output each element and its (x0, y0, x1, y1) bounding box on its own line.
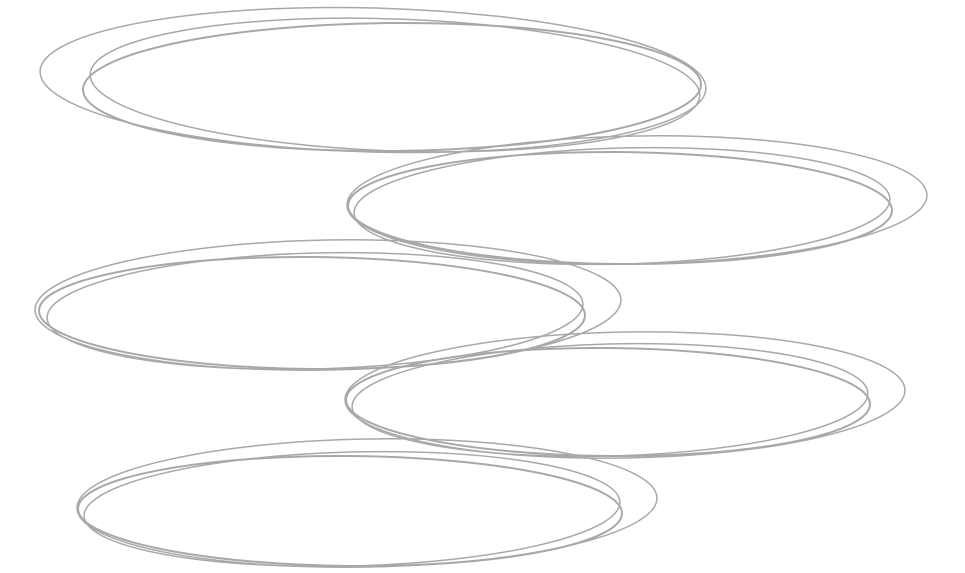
ellipse-5-extra-stroke (83, 450, 621, 568)
ellipse-2-extra-stroke (353, 146, 891, 266)
sketch-ellipse-1 (39, 6, 707, 154)
ellipse-4-extra-stroke (351, 342, 869, 458)
sketch-ellipse-4 (344, 331, 906, 459)
ellipse-3-outer-stroke (34, 239, 622, 371)
ellipse-1-extra-stroke (89, 17, 701, 153)
sketch-ellipse-5 (76, 438, 658, 568)
ellipse-4-inner-stroke (345, 346, 871, 458)
ellipse-3-extra-stroke (46, 251, 584, 371)
ellipse-5-outer-stroke (76, 438, 658, 568)
sketch-ellipse-3 (34, 239, 622, 371)
sketch-ellipse-2 (346, 135, 928, 266)
ellipse-1-inner-stroke (82, 21, 702, 153)
